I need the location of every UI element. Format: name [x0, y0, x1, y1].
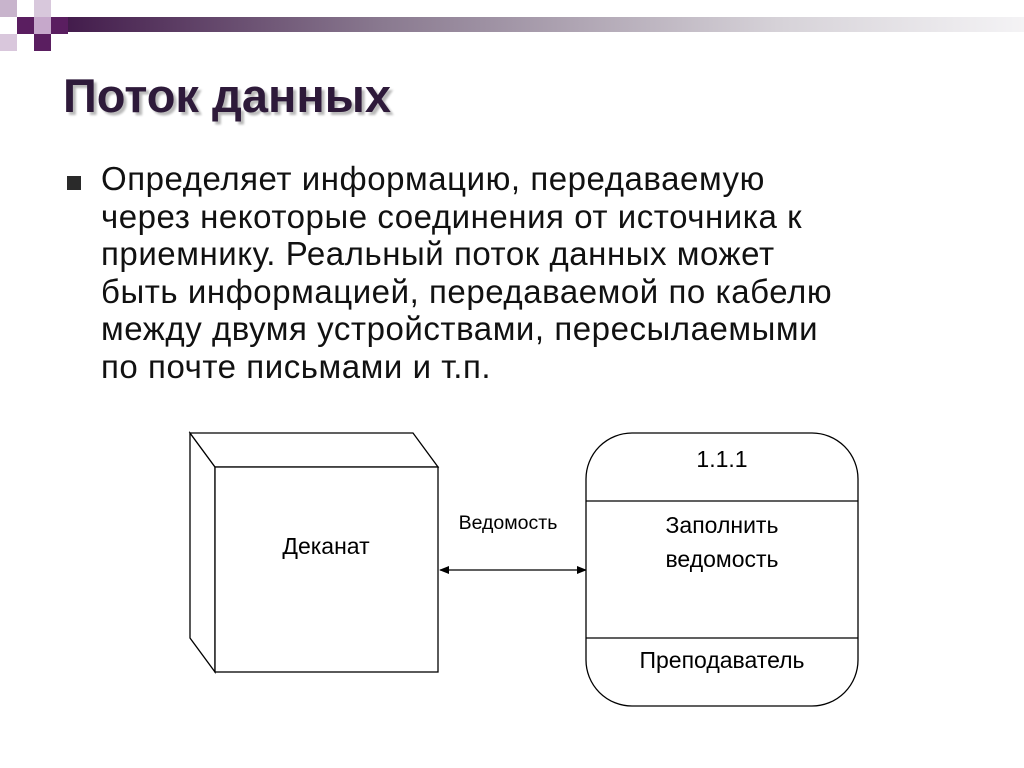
bullet-text-line: по почте письмами и т.п. [101, 347, 492, 385]
bullet-text-line: через некоторые соединения от источника … [101, 197, 803, 235]
header-square [51, 0, 68, 17]
header-square [34, 0, 51, 17]
external-entity-label: Деканат [282, 533, 370, 559]
process-performer: Преподаватель [639, 647, 804, 673]
header-square [34, 34, 51, 51]
bullet-text-line: Определяет информацию, передаваемую [101, 160, 765, 197]
header-square [17, 0, 34, 17]
header-gradient-bar [40, 17, 1024, 32]
process-name-line: Заполнить [666, 512, 779, 538]
header-square [34, 17, 51, 34]
header-square [51, 34, 68, 51]
bullet-text: Определяет информацию, передаваемую чере… [101, 160, 981, 385]
header-square [17, 17, 34, 34]
external-entity-side-face [189, 431, 216, 674]
bullet-text-line: между двумя устройствами, пересылаемыми [101, 310, 819, 347]
header-square [17, 34, 34, 51]
bullet-text-line: быть информацией, передаваемой по кабелю [101, 272, 833, 310]
header-square [0, 34, 17, 51]
external-entity: Деканат [188, 431, 440, 674]
data-flow-label: Ведомость [459, 512, 558, 534]
header-square [0, 17, 17, 34]
external-entity-top-face [188, 432, 440, 468]
header-square [51, 17, 68, 34]
data-flow: Ведомость [439, 512, 587, 574]
slide-title: Поток данных [63, 69, 392, 122]
bullet-marker [67, 176, 81, 190]
bullet-text-line: приемнику. Реальный поток данных может [101, 235, 775, 272]
header-square [0, 0, 17, 17]
process-id: 1.1.1 [696, 446, 747, 472]
header-decoration [0, 0, 1024, 51]
process-name-line: ведомость [665, 546, 778, 572]
external-entity-front-face [214, 466, 439, 673]
process-box: 1.1.1 Заполнить ведомость Преподаватель [585, 432, 859, 707]
